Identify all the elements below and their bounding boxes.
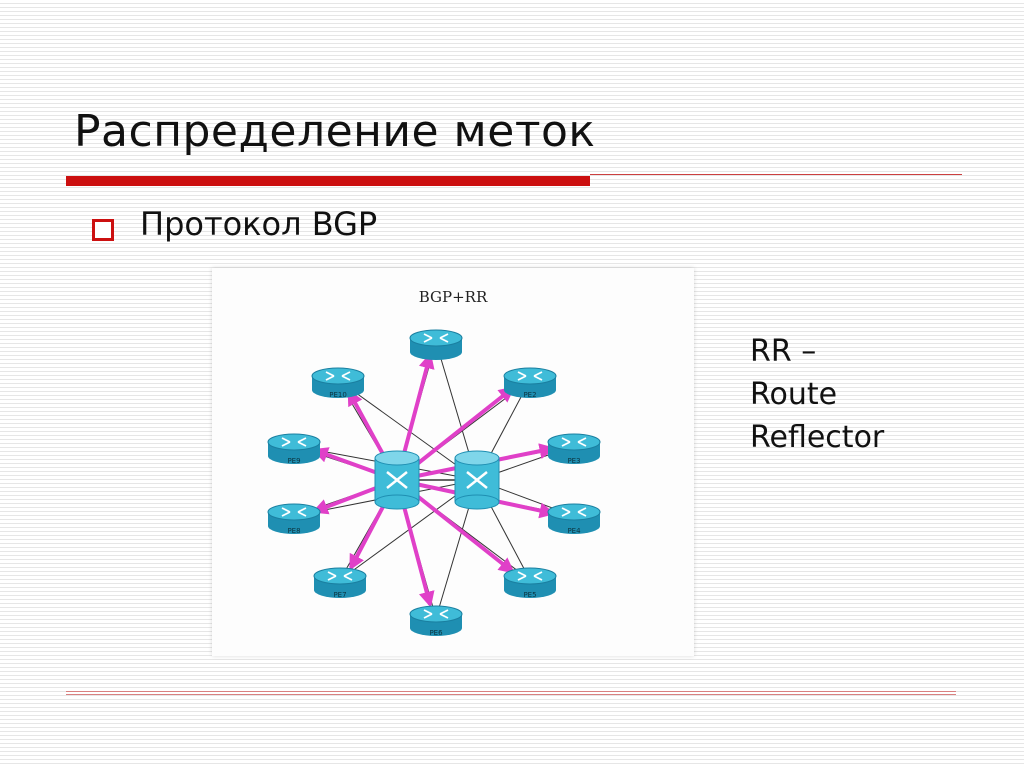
router-pe5: PE5 [503, 567, 557, 599]
footer-rule [66, 691, 956, 692]
bullet-square-icon [92, 219, 114, 241]
router-pe6: PE6 [409, 605, 463, 637]
slide-title: Распределение меток [74, 106, 596, 157]
router-pe2: PE2 [503, 367, 557, 399]
rr-definition: RR – Route Reflector [750, 330, 884, 459]
router-pe10: PE10 [311, 367, 365, 399]
router-pe9: PE9 [267, 433, 321, 465]
rr-definition-line-1: RR – [750, 334, 817, 369]
router-pe7: PE7 [313, 567, 367, 599]
router-pe3: PE3 [547, 433, 601, 465]
rr-definition-line-3: Reflector [750, 420, 885, 455]
route-reflector-2 [454, 450, 500, 510]
diagram-caption: BGP+RR [419, 288, 488, 306]
title-underline [66, 176, 590, 186]
router-label: PE5 [523, 591, 536, 599]
router-label: PE3 [567, 457, 580, 465]
router-pe4: PE4 [547, 503, 601, 535]
router-label: PE8 [287, 527, 300, 535]
rr-definition-line-2: Route [750, 377, 838, 412]
router-label: PE9 [287, 457, 300, 465]
router-label: PE10 [329, 391, 347, 399]
router-label: PE6 [429, 629, 443, 637]
router-pe8: PE8 [267, 503, 321, 535]
router-label: PE2 [523, 391, 536, 399]
router-top [409, 329, 463, 360]
footer-rule-secondary [66, 694, 956, 695]
title-underline-thin [590, 174, 962, 175]
bullet-text: Протокол BGP [140, 205, 378, 243]
router-label: PE7 [333, 591, 346, 599]
route-reflector-1 [374, 450, 420, 510]
router-label: PE4 [567, 527, 581, 535]
